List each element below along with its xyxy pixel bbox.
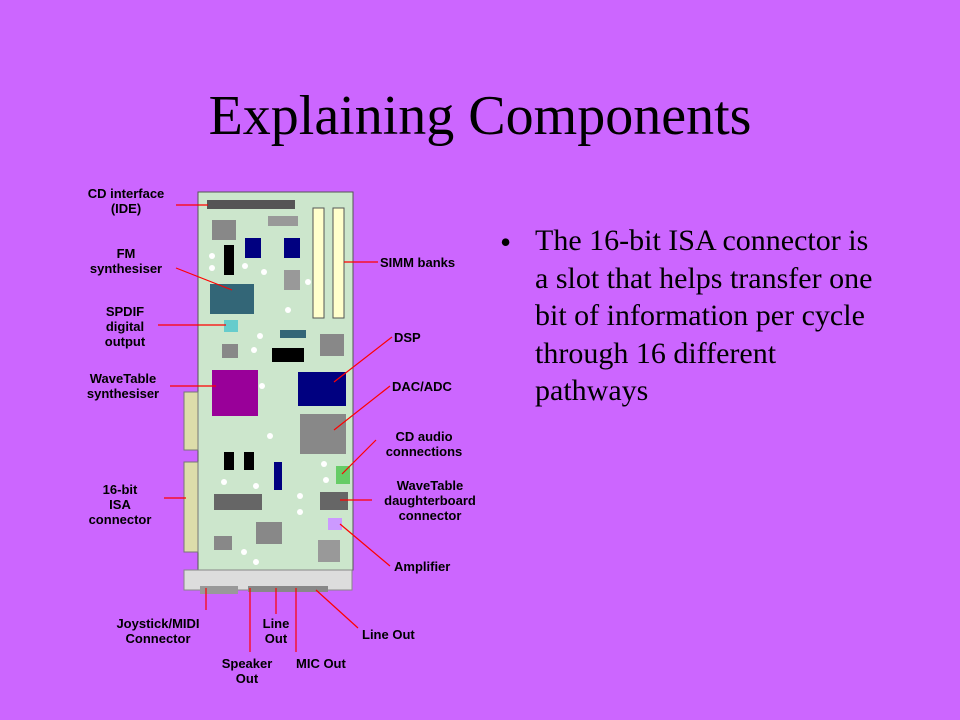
chip-navy-1 <box>245 238 261 258</box>
label-speaker-out: Speaker Out <box>221 656 273 686</box>
label-dac-adc: DAC/ADC <box>392 379 452 394</box>
label-wavetable-synthesiser: WaveTable synthesiser <box>86 371 160 401</box>
label-mic-out: MIC Out <box>296 656 346 671</box>
bracket-port-joystick <box>200 586 238 594</box>
label-amplifier: Amplifier <box>394 559 451 574</box>
dac-chip <box>300 414 346 454</box>
chip-teal-small <box>280 330 306 338</box>
simm-slot-1 <box>312 207 325 319</box>
label-dsp: DSP <box>394 330 421 345</box>
label-joystick-midi: Joystick/MIDI Connector <box>116 616 200 646</box>
chip-black-1 <box>224 245 234 275</box>
label-fm-synthesiser: FM synthesiser <box>89 246 163 276</box>
chip-black-3 <box>224 452 234 470</box>
fm-chip <box>210 284 254 314</box>
bracket-port-audio <box>248 586 328 592</box>
wavetable-chip <box>212 370 258 416</box>
small-components <box>209 253 329 565</box>
chip-grey-6 <box>214 494 262 510</box>
amplifier-chip <box>328 518 342 530</box>
label-simm-banks: SIMM banks <box>380 255 456 270</box>
chip-grey-3 <box>284 270 300 290</box>
isa-edge-upper <box>183 391 199 451</box>
chip-grey-8 <box>214 536 232 550</box>
chip-grey-7 <box>256 522 282 544</box>
chip-grey-2 <box>268 216 298 226</box>
cd-audio-connector <box>336 466 350 484</box>
label-cd-audio: CD audio connections <box>385 429 463 459</box>
label-isa-connector: 16-bit ISA connector <box>88 482 152 527</box>
chip-grey-9 <box>318 540 340 562</box>
ide-connector <box>207 200 295 209</box>
label-line-out-right: Line Out <box>362 627 415 642</box>
chip-grey-4 <box>222 344 238 358</box>
wt-daughter-connector <box>320 492 348 510</box>
chip-grey-5 <box>320 334 344 356</box>
spdif-chip <box>224 320 238 332</box>
isa-edge-lower <box>183 461 199 553</box>
chip-navy-3 <box>274 462 282 490</box>
dsp-chip <box>298 372 346 406</box>
bullet-dot: • <box>500 224 512 260</box>
bullet-text: The 16-bit ISA connector is a slot that … <box>535 224 873 407</box>
chip-navy-2 <box>284 238 300 258</box>
label-cd-interface: CD interface (IDE) <box>87 186 165 216</box>
simm-slot-2 <box>332 207 345 319</box>
chip-grey-1 <box>212 220 236 240</box>
chip-black-4 <box>244 452 254 470</box>
label-line-out-bottom: Line Out <box>262 616 290 646</box>
label-wavetable-daughterboard: WaveTable daughterboard connector <box>384 478 476 523</box>
label-spdif: SPDIF digital output <box>104 304 146 349</box>
chip-black-2 <box>272 348 304 362</box>
leader-lines <box>158 204 393 652</box>
slide-title: Explaining Components <box>208 85 752 147</box>
